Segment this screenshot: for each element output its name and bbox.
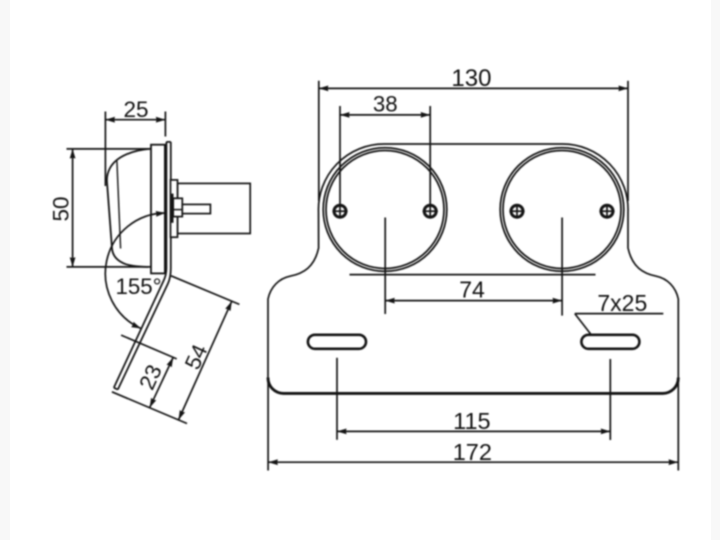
svg-text:7x25: 7x25: [597, 290, 647, 316]
svg-text:38: 38: [373, 91, 398, 116]
svg-text:172: 172: [453, 439, 492, 465]
svg-text:155°: 155°: [115, 274, 161, 299]
svg-text:130: 130: [451, 65, 491, 92]
svg-text:115: 115: [453, 408, 490, 434]
svg-text:54: 54: [180, 341, 213, 374]
svg-text:50: 50: [49, 196, 74, 221]
svg-text:74: 74: [459, 277, 485, 303]
svg-text:25: 25: [123, 97, 148, 122]
svg-text:23: 23: [134, 361, 167, 394]
